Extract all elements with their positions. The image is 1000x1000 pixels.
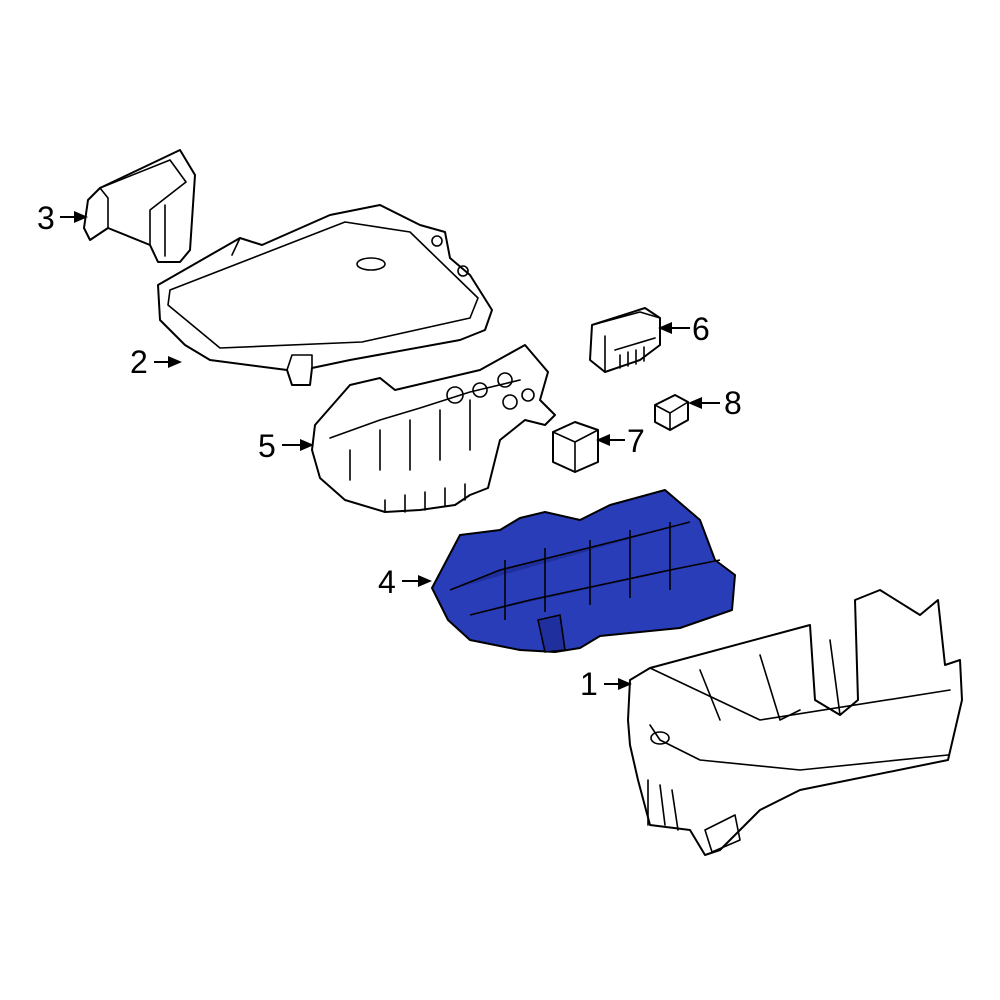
arrowhead-3 (74, 211, 88, 223)
part-1-housing[interactable] (627, 589, 963, 856)
callout-label-6: 6 (692, 311, 710, 347)
part-5-fuse-block[interactable] (311, 344, 556, 513)
arrowhead-5 (300, 439, 314, 451)
callout-label-3: 3 (37, 200, 55, 236)
callout-label-1: 1 (580, 666, 598, 702)
callout-label-2: 2 (130, 344, 148, 380)
callout-label-8: 8 (724, 385, 742, 421)
arrowhead-7 (596, 434, 610, 446)
callout-1: 1 (580, 666, 632, 702)
arrowhead-1 (618, 678, 632, 690)
arrowhead-6 (658, 322, 672, 334)
arrowhead-8 (688, 397, 702, 409)
part-7-relay[interactable] (552, 421, 599, 473)
callout-7: 7 (596, 423, 645, 459)
callout-label-5: 5 (258, 428, 276, 464)
callout-8: 8 (688, 385, 742, 421)
arrowhead-2 (168, 356, 182, 368)
callout-label-4: 4 (378, 564, 396, 600)
part-3-bracket[interactable] (83, 149, 196, 263)
part-8-fuse[interactable] (654, 394, 689, 431)
callout-5: 5 (258, 428, 314, 464)
part-2-cover[interactable] (157, 204, 493, 386)
part-4-tray-highlighted[interactable] (431, 489, 736, 653)
callout-4: 4 (378, 564, 432, 600)
callout-label-7: 7 (627, 423, 645, 459)
callout-3: 3 (37, 200, 88, 236)
arrowhead-4 (418, 575, 432, 587)
callout-2: 2 (130, 344, 182, 380)
part-6-connector[interactable] (589, 307, 661, 373)
callout-6: 6 (658, 311, 710, 347)
